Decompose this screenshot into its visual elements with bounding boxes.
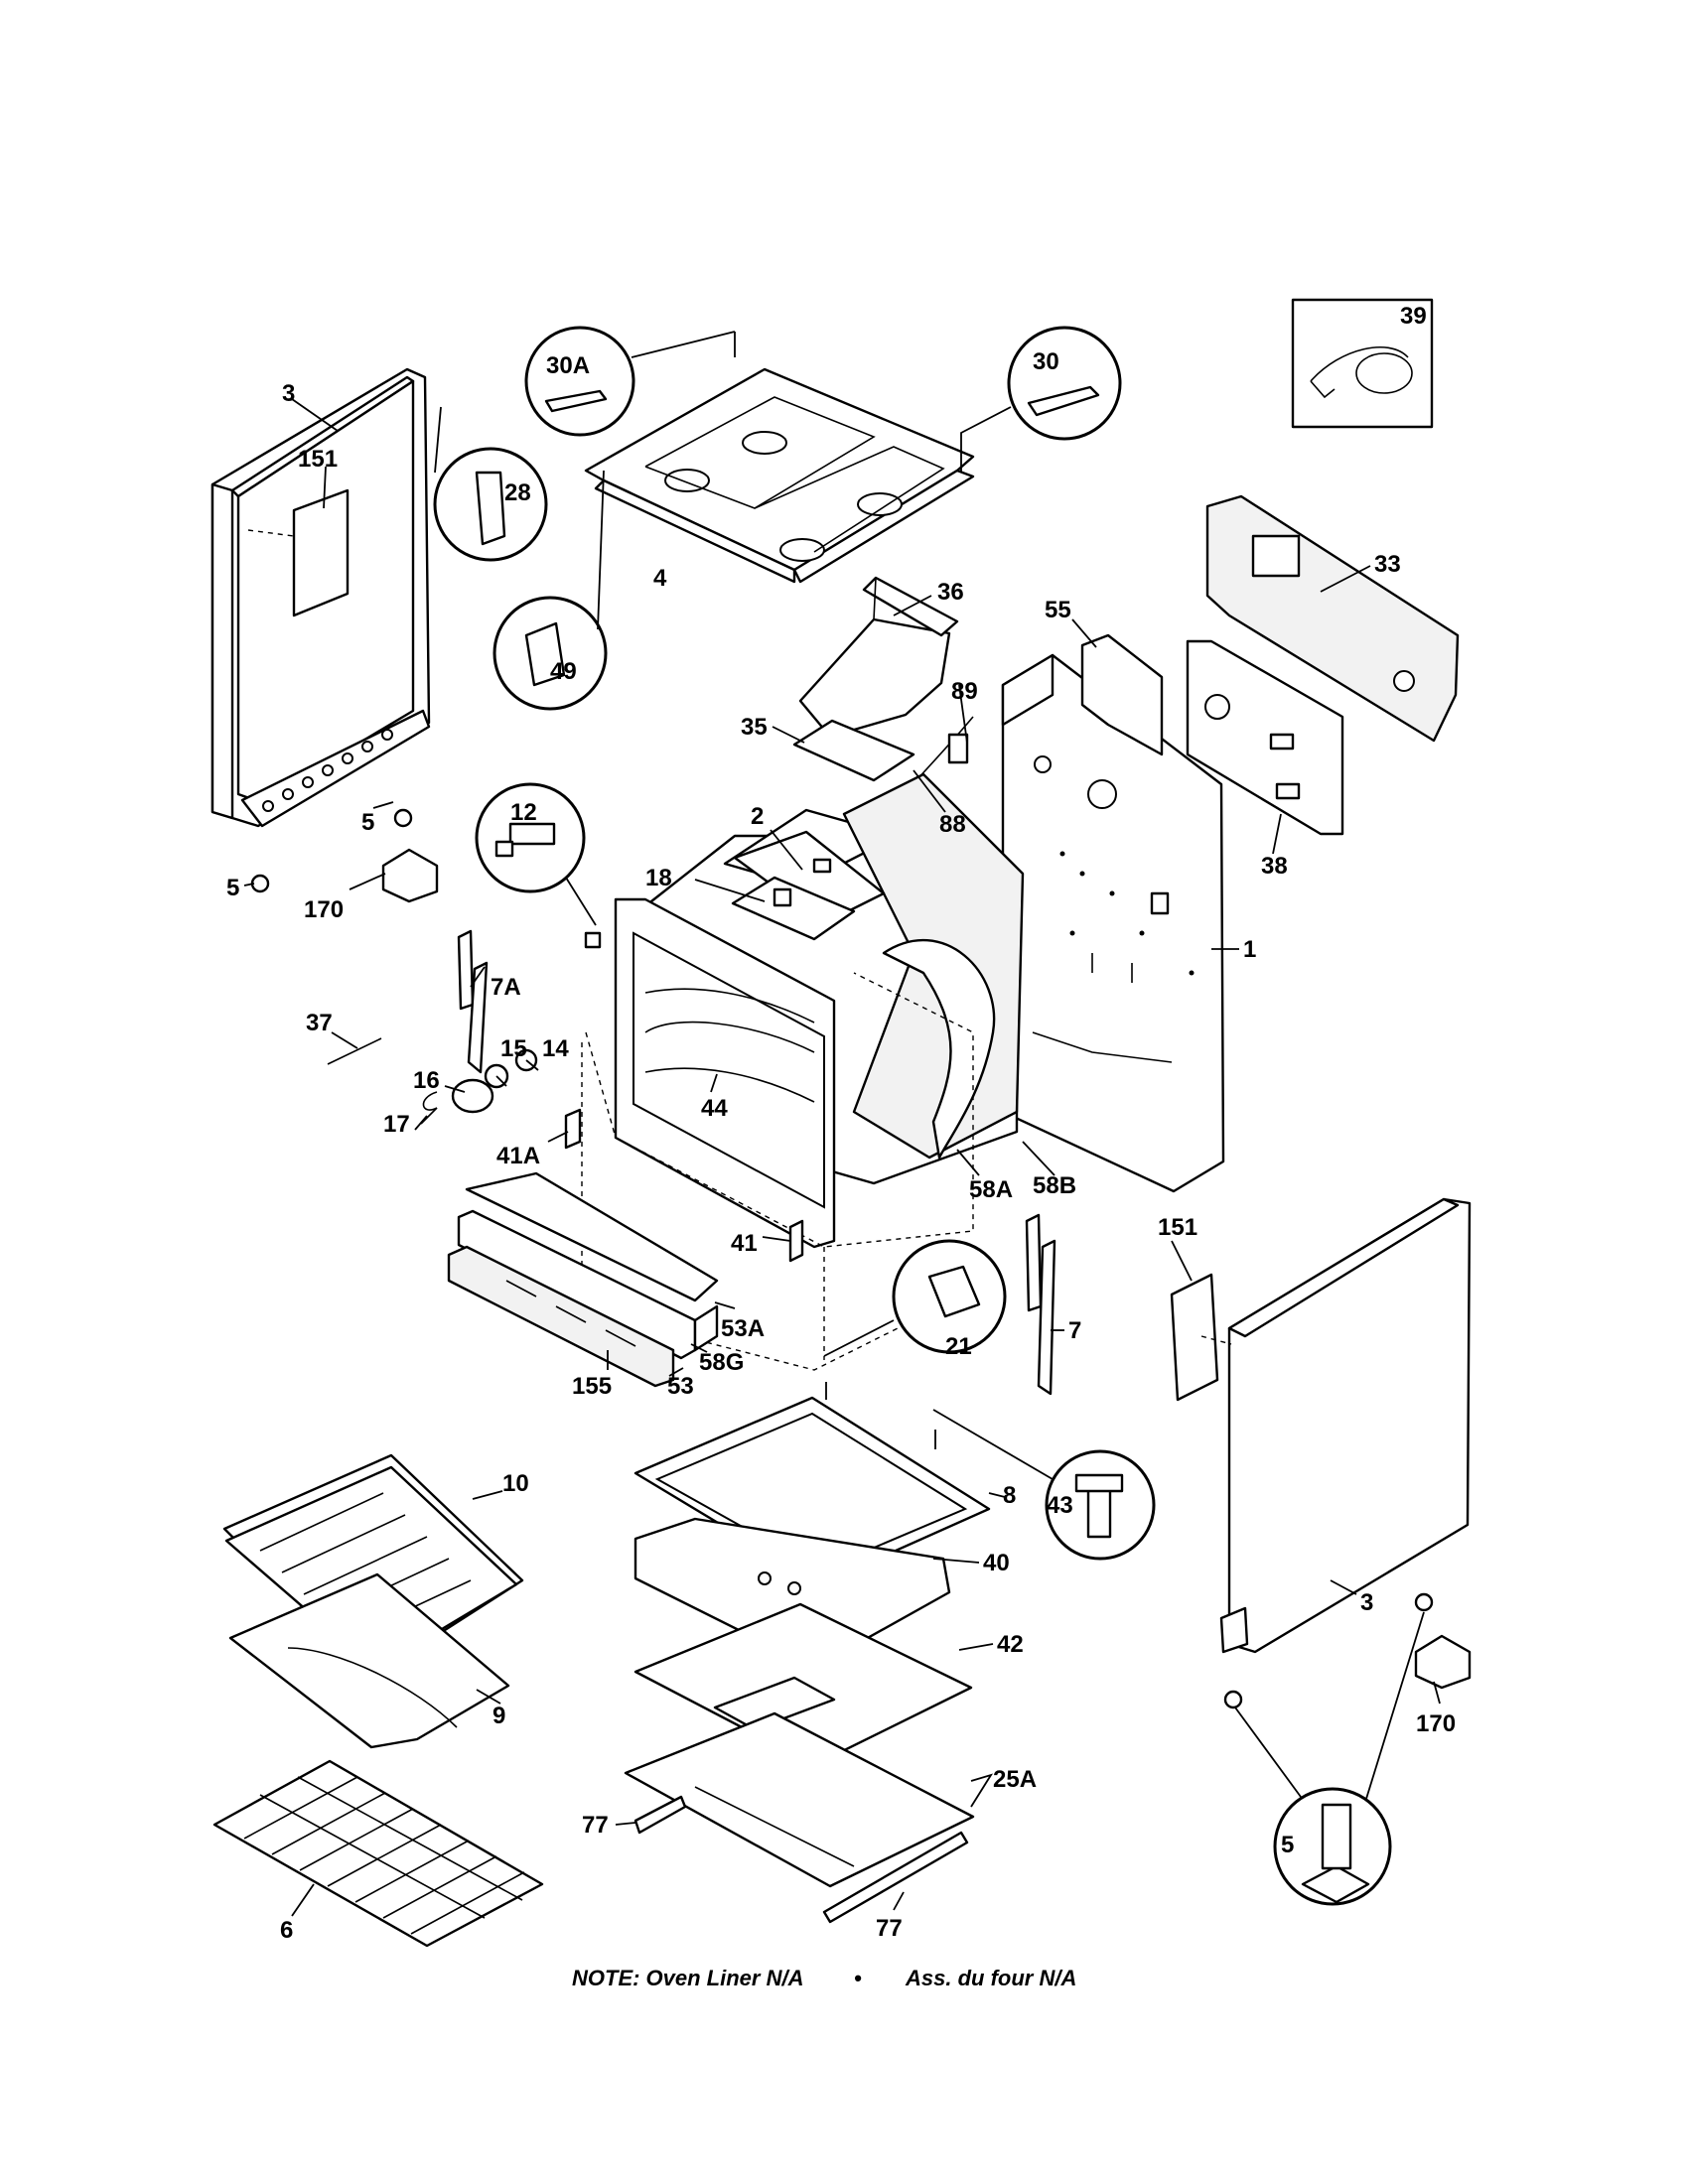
label-1: 1 — [1243, 936, 1256, 963]
label-151-right: 151 — [1158, 1214, 1197, 1241]
label-43: 43 — [1047, 1492, 1073, 1519]
broil-pan — [222, 1453, 524, 1664]
label-8: 8 — [1003, 1482, 1016, 1509]
label-36: 36 — [937, 579, 964, 606]
label-88: 88 — [939, 811, 966, 838]
callout-49 — [492, 470, 608, 711]
label-12: 12 — [510, 799, 537, 826]
label-53: 53 — [667, 1373, 694, 1400]
bracket-36 — [798, 576, 959, 739]
label-58G: 58G — [699, 1349, 744, 1376]
label-17: 17 — [383, 1111, 410, 1138]
callout-28 — [433, 406, 548, 562]
label-5-callout: 5 — [1281, 1832, 1294, 1858]
label-9: 9 — [492, 1703, 505, 1729]
footer-note: NOTE: Oven Liner N/A • Ass. du four N/A — [572, 1966, 1076, 1990]
label-33: 33 — [1374, 551, 1401, 578]
label-40: 40 — [983, 1550, 1010, 1576]
label-10: 10 — [502, 1470, 529, 1497]
callout-43 — [1045, 1449, 1156, 1561]
callout-5 — [1234, 1611, 1425, 1906]
callout-30A — [524, 326, 736, 437]
leader-lines — [243, 398, 1441, 1917]
label-5-b: 5 — [226, 875, 239, 901]
label-41: 41 — [731, 1230, 758, 1257]
label-7: 7 — [1068, 1317, 1081, 1344]
callout-21 — [823, 1239, 1007, 1357]
oven-rack — [212, 1759, 544, 1948]
label-55: 55 — [1045, 597, 1071, 623]
label-53A: 53A — [721, 1315, 765, 1342]
kick-trim — [447, 1171, 719, 1388]
label-25A: 25A — [993, 1766, 1037, 1793]
label-35: 35 — [741, 714, 768, 741]
back-splash — [1205, 494, 1460, 743]
hinge-7 — [1025, 1213, 1056, 1396]
side-panel-right — [1170, 1197, 1472, 1654]
label-58B: 58B — [1033, 1172, 1076, 1199]
callout-12 — [475, 782, 586, 893]
power-cord-box — [1291, 298, 1434, 429]
side-panel-left — [211, 367, 431, 828]
label-14: 14 — [542, 1035, 569, 1062]
screws-8 — [825, 1382, 1054, 1480]
label-3-right: 3 — [1360, 1589, 1373, 1616]
label-44: 44 — [701, 1095, 728, 1122]
label-41A: 41A — [496, 1143, 540, 1169]
label-18: 18 — [645, 865, 672, 891]
broil-pan-bottom — [228, 1572, 510, 1749]
sensor-18 — [731, 876, 856, 941]
bracket-55 — [1080, 633, 1164, 756]
label-6: 6 — [280, 1917, 293, 1944]
label-4: 4 — [653, 565, 667, 592]
bracket-35 — [792, 719, 915, 782]
label-21: 21 — [945, 1333, 972, 1360]
bracket-38 — [1186, 639, 1344, 836]
label-2: 2 — [751, 803, 764, 830]
label-28: 28 — [504, 479, 531, 506]
slides-77 — [633, 1795, 969, 1924]
label-77-a: 77 — [582, 1812, 609, 1839]
label-30: 30 — [1033, 348, 1059, 375]
callout-30 — [960, 326, 1122, 473]
label-49: 49 — [550, 658, 577, 685]
label-170-left: 170 — [304, 896, 344, 923]
label-89: 89 — [951, 678, 978, 705]
label-5-a: 5 — [361, 809, 374, 836]
drawer-40 — [633, 1517, 951, 1670]
top-frame — [584, 332, 975, 584]
foot-bracket-170-right — [1414, 1634, 1472, 1690]
note-right: Ass. du four N/A — [905, 1966, 1076, 1990]
foot-bracket-170-left — [381, 848, 439, 903]
wire-37 — [327, 1037, 382, 1065]
hinge-7A — [457, 929, 489, 1074]
label-3-left: 3 — [282, 380, 295, 407]
drawer-25A — [624, 1711, 975, 1888]
bracket-41A — [564, 1108, 582, 1150]
label-38: 38 — [1261, 853, 1288, 880]
label-151-left: 151 — [298, 446, 338, 473]
label-16: 16 — [413, 1067, 440, 1094]
label-170-right: 170 — [1416, 1710, 1456, 1737]
label-155: 155 — [572, 1373, 612, 1400]
bracket-41 — [788, 1219, 804, 1263]
leveler-legs — [250, 808, 1434, 1709]
label-77-b: 77 — [876, 1915, 903, 1942]
label-37: 37 — [306, 1010, 333, 1036]
back-panel — [1001, 653, 1225, 1193]
label-7A: 7A — [491, 974, 521, 1001]
oven-front-frame — [614, 897, 836, 1249]
drawer-42 — [633, 1602, 973, 1767]
terminal-12-part — [565, 877, 602, 949]
label-42: 42 — [997, 1631, 1024, 1658]
label-39: 39 — [1400, 303, 1427, 330]
label-30A: 30A — [546, 352, 590, 379]
note-separator: • — [854, 1966, 862, 1990]
label-15: 15 — [500, 1035, 527, 1062]
part-labels: 3 151 28 30A 30 39 4 49 33 36 55 35 89 8… — [226, 303, 1456, 1944]
label-58A: 58A — [969, 1176, 1013, 1203]
note-left: NOTE: Oven Liner N/A — [572, 1966, 803, 1990]
